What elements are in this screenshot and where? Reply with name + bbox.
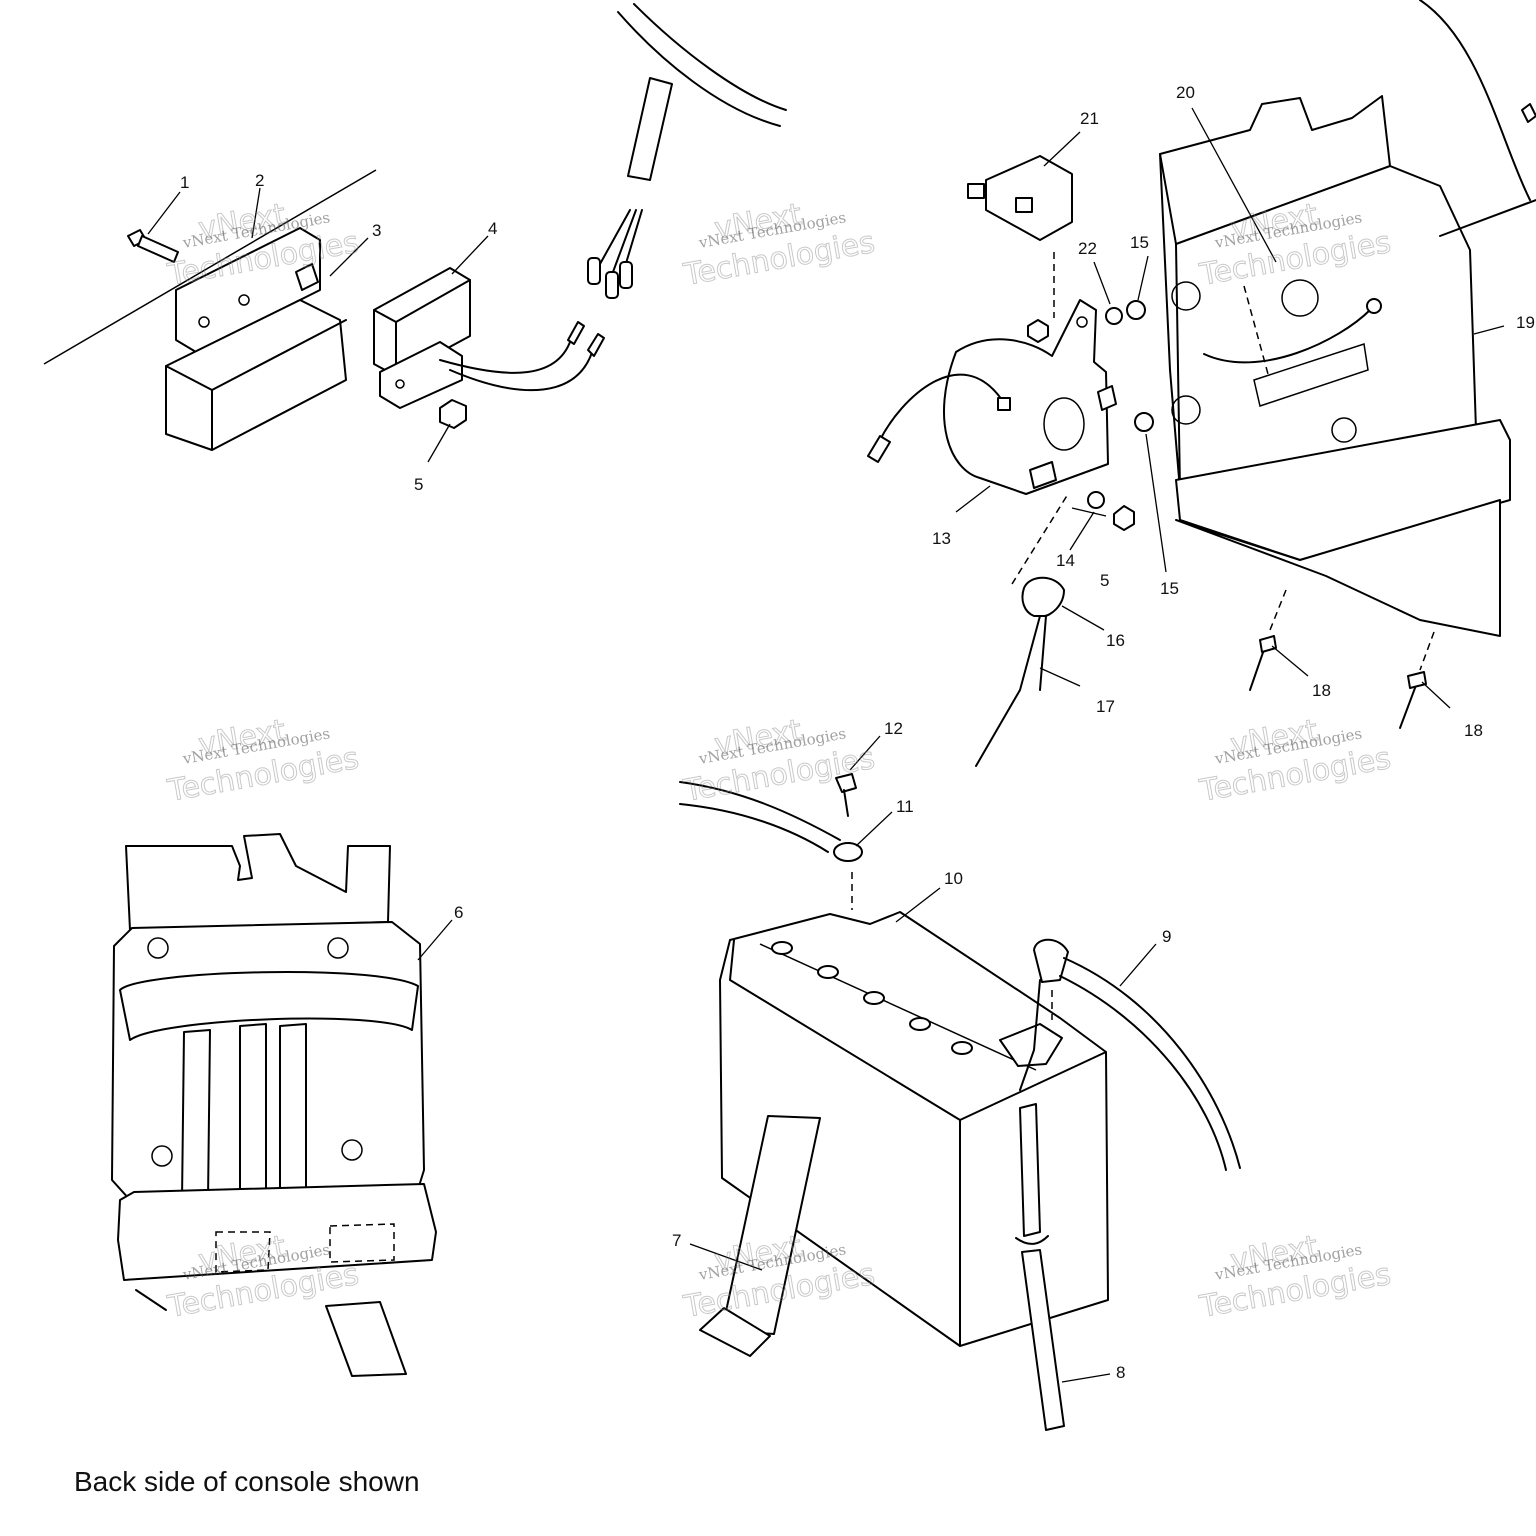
- callout-12: 12: [884, 719, 903, 738]
- callout-14: 14: [1056, 551, 1075, 570]
- callout-11: 11: [896, 797, 914, 816]
- callout-15: 15: [1130, 233, 1149, 252]
- watermark-5: vNext vNext Technologies Technologies: [680, 713, 878, 810]
- leader-lines: [147, 107, 1505, 1383]
- callout-1: 1: [180, 173, 189, 192]
- push-rivet: [1249, 589, 1287, 691]
- regulator-box: [165, 227, 347, 451]
- nut: [1113, 505, 1135, 531]
- ignition-module: [373, 267, 605, 409]
- solenoid: [867, 299, 1117, 495]
- solenoid-assembly: [867, 0, 1536, 767]
- callout-20: 20: [1176, 83, 1195, 102]
- callout-17: 17: [1096, 697, 1115, 716]
- regulator-assembly: [43, 3, 787, 451]
- positive-cable: [1019, 938, 1241, 1171]
- callout-18: 18: [1312, 681, 1331, 700]
- callout-7: 7: [672, 1231, 681, 1250]
- watermark-4: vNext vNext Technologies Technologies: [164, 713, 362, 810]
- callout-4: 4: [488, 219, 497, 238]
- callout-10: 10: [944, 869, 963, 888]
- callout-19: 19: [1516, 313, 1535, 332]
- console-tray: [111, 833, 437, 1377]
- callout-15b: 15: [1160, 579, 1179, 598]
- watermark-1: vNext vNext Technologies Technologies: [164, 197, 362, 294]
- callout-8: 8: [1116, 1363, 1125, 1382]
- battery: [719, 872, 1109, 1347]
- vent-tube: [1015, 1103, 1065, 1431]
- wire-harness: [587, 3, 787, 299]
- callout-5: 5: [414, 475, 423, 494]
- watermark-2: vNext vNext Technologies Technologies: [680, 197, 878, 294]
- callout-22: 22: [1078, 239, 1097, 258]
- callout-labels: 1 2 3 4 5 6 7 8 9 10 11 12 13 14 5 15 15…: [180, 83, 1535, 1382]
- push-rivet: [1399, 631, 1435, 729]
- callout-5b: 5: [1100, 571, 1109, 590]
- terminal-boot: [975, 493, 1069, 767]
- nut: [1027, 319, 1049, 343]
- callout-3: 3: [372, 221, 381, 240]
- washer: [1087, 491, 1105, 509]
- callout-9: 9: [1162, 927, 1171, 946]
- battery-strap: [699, 1115, 821, 1357]
- callout-2: 2: [255, 171, 264, 190]
- bolt: [127, 229, 179, 263]
- nut: [439, 399, 467, 429]
- watermark-9: vNext vNext Technologies Technologies: [1196, 1229, 1394, 1326]
- watermark-3: vNext vNext Technologies Technologies: [1196, 197, 1394, 294]
- washer: [1105, 307, 1123, 325]
- diagram-caption: Back side of console shown: [74, 1466, 420, 1497]
- negative-cable: [679, 773, 863, 862]
- relay-cover: [967, 155, 1073, 318]
- battery-box: [1159, 0, 1536, 637]
- callout-16: 16: [1106, 631, 1125, 650]
- callout-13: 13: [932, 529, 951, 548]
- callout-18b: 18: [1464, 721, 1483, 740]
- watermark-6: vNext vNext Technologies Technologies: [1196, 713, 1394, 810]
- callout-21: 21: [1080, 109, 1099, 128]
- callout-6: 6: [454, 903, 463, 922]
- lock-washer: [1126, 300, 1146, 320]
- lock-washer: [1134, 412, 1154, 432]
